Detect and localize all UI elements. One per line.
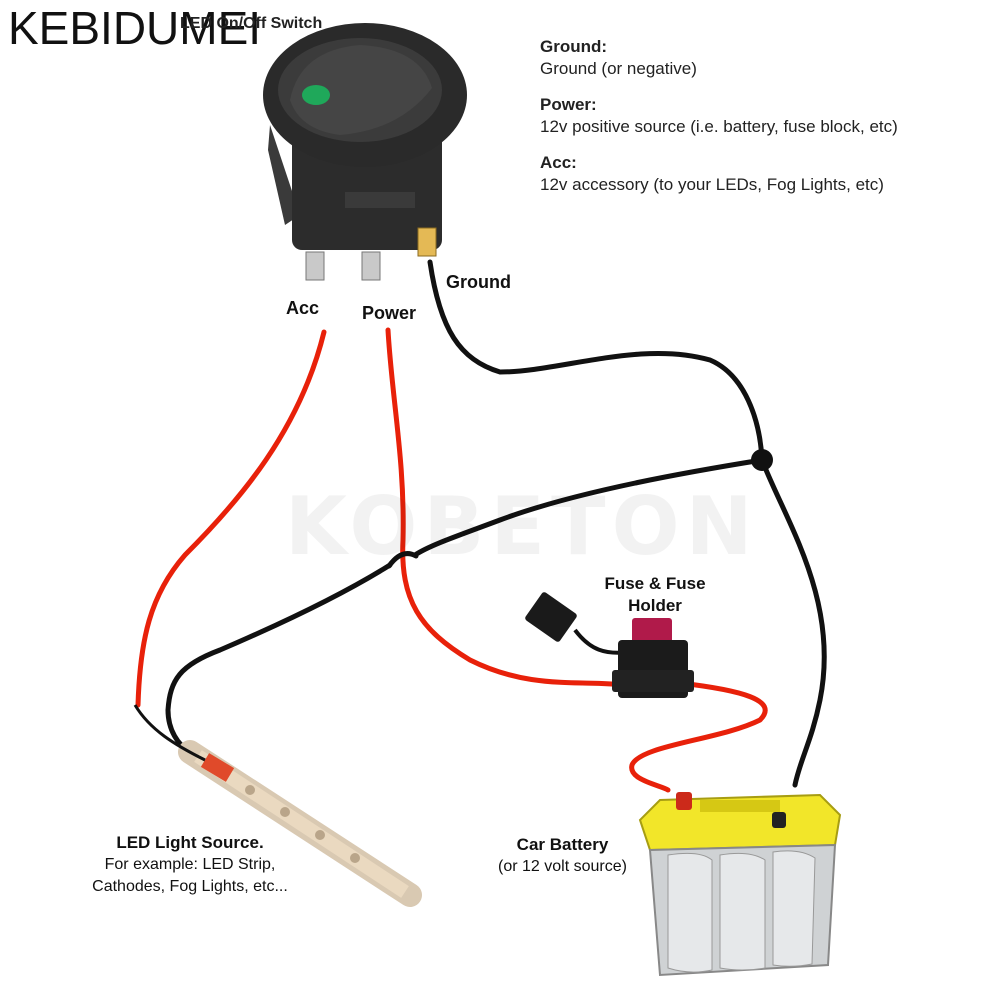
led-strip xyxy=(133,704,422,907)
positive-post-icon xyxy=(676,792,692,810)
led-caption: LED Light Source. For example: LED Strip… xyxy=(50,832,330,898)
fuse-caption-line1: Fuse & Fuse xyxy=(604,574,706,593)
fuse-caption: Fuse & Fuse Holder xyxy=(585,573,725,617)
legend-ground: Ground: Ground (or negative) xyxy=(540,36,980,80)
led-caption-title: LED Light Source. xyxy=(116,833,264,852)
power-wire xyxy=(385,327,628,688)
legend: Ground: Ground (or negative) Power: 12v … xyxy=(540,36,980,210)
ground-terminal-icon xyxy=(417,227,437,257)
positive-wires xyxy=(135,327,768,793)
fuse-holder xyxy=(525,592,694,698)
switch-title: LED On/Off Switch xyxy=(180,15,323,32)
negative-post-icon xyxy=(772,812,786,828)
ground-label: Ground xyxy=(446,272,511,292)
legend-desc: Ground (or negative) xyxy=(540,59,697,78)
legend-desc: 12v accessory (to your LEDs, Fog Lights,… xyxy=(540,175,884,194)
legend-title: Power: xyxy=(540,95,597,114)
ground-junction-icon xyxy=(751,449,773,471)
battery-caption-title: Car Battery xyxy=(516,835,609,854)
battery-caption-line1: (or 12 volt source) xyxy=(498,858,627,875)
legend-title: Ground: xyxy=(540,37,608,56)
watermark: KOBETON xyxy=(285,480,759,573)
rocker-switch xyxy=(263,23,467,281)
ground-wires xyxy=(165,259,827,788)
led-caption-line1: For example: LED Strip, xyxy=(104,856,276,873)
legend-power: Power: 12v positive source (i.e. battery… xyxy=(540,94,980,138)
car-battery xyxy=(638,792,842,977)
indicator-led-icon xyxy=(302,85,330,105)
legend-title: Acc: xyxy=(540,153,577,172)
acc-wire xyxy=(135,329,327,708)
power-label: Power xyxy=(362,303,417,323)
led-caption-line2: Cathodes, Fog Lights, etc... xyxy=(92,878,288,895)
legend-acc: Acc: 12v accessory (to your LEDs, Fog Li… xyxy=(540,152,980,196)
acc-terminal-icon xyxy=(305,251,325,281)
battery-caption: Car Battery (or 12 volt source) xyxy=(475,834,650,878)
brand-logo: KEBIDUMEI xyxy=(8,2,262,54)
fuse-caption-line2: Holder xyxy=(628,596,682,615)
battery-positive-wire xyxy=(629,680,768,793)
power-terminal-icon xyxy=(361,251,381,281)
acc-label: Acc xyxy=(286,298,320,318)
legend-desc: 12v positive source (i.e. battery, fuse … xyxy=(540,117,898,136)
